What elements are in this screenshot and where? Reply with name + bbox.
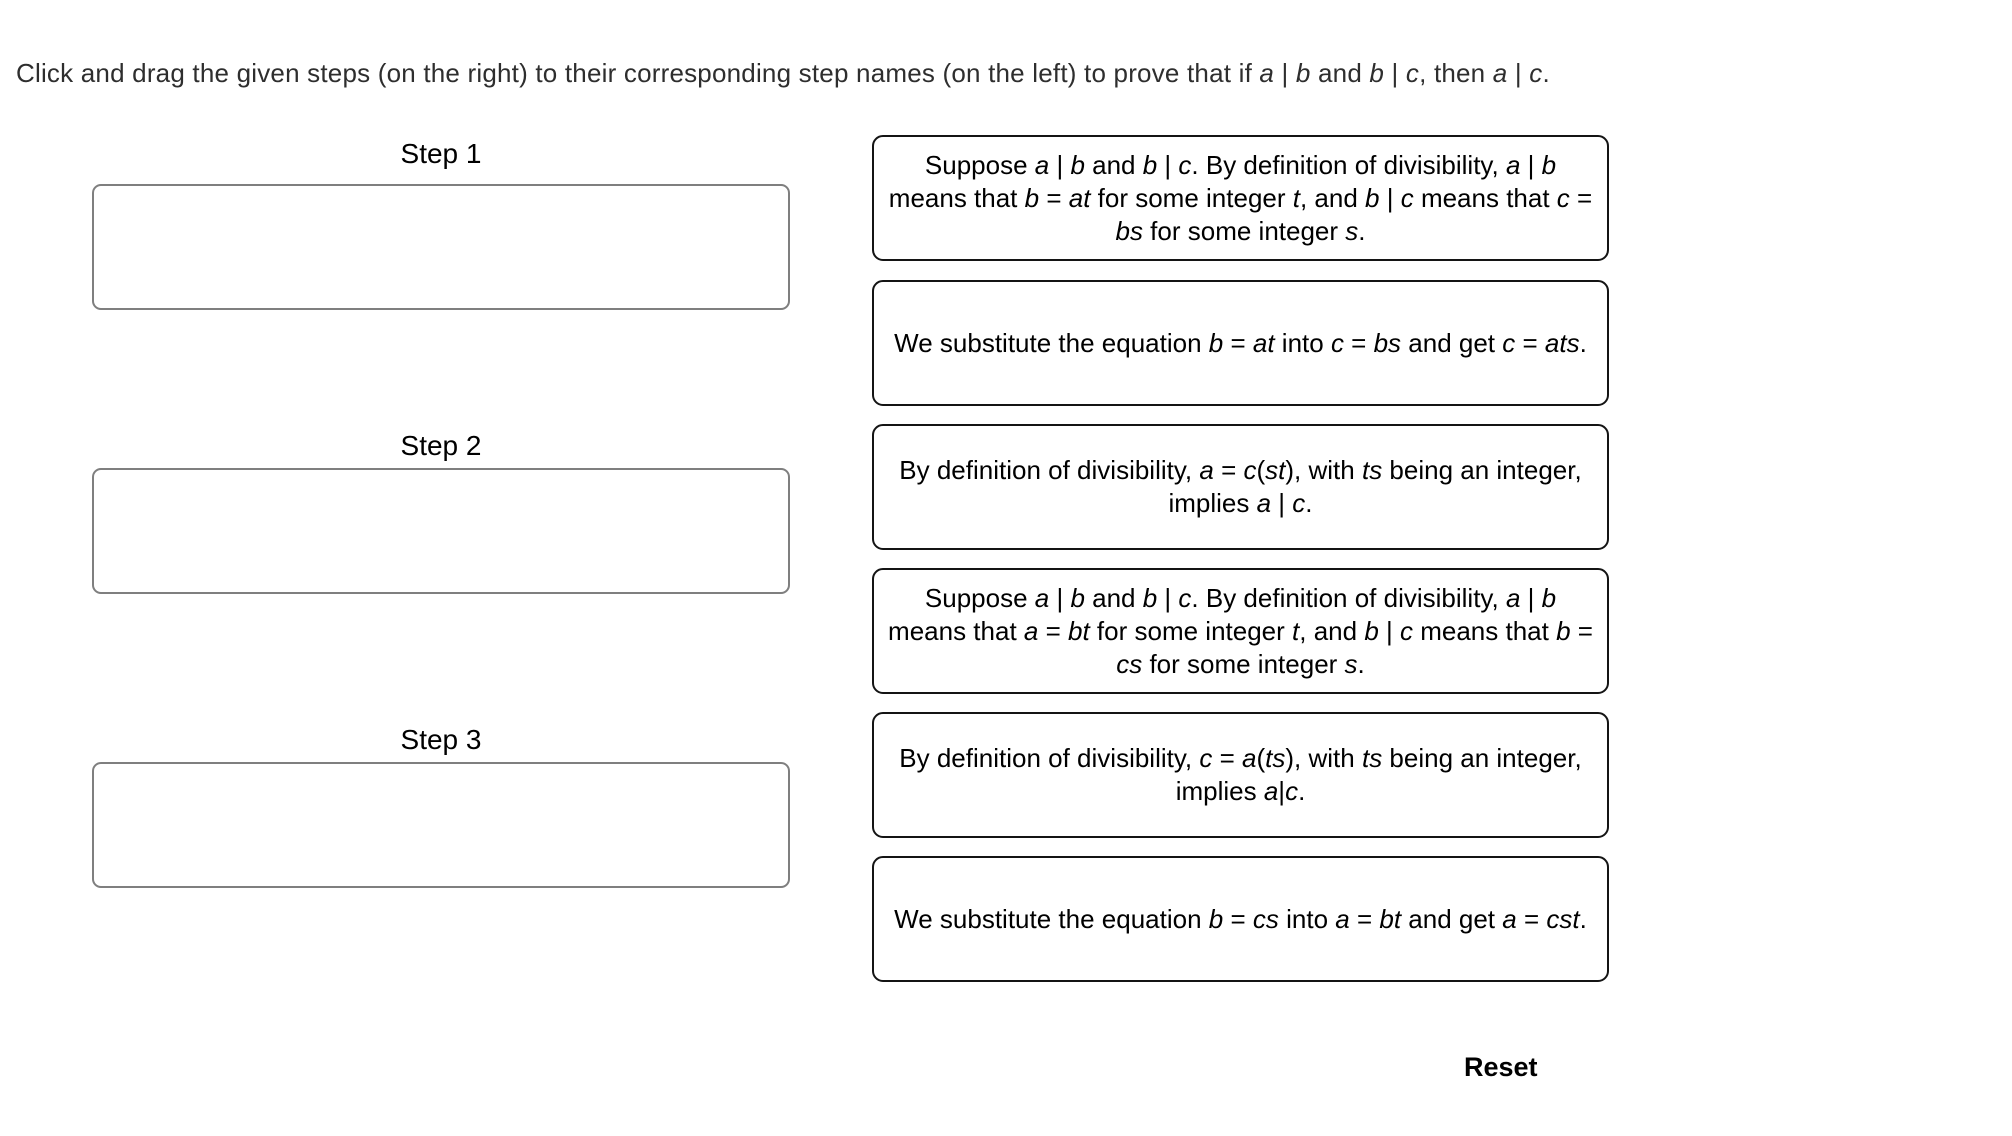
step-2-label: Step 2 bbox=[400, 430, 482, 461]
step-3-label: Step 3 bbox=[400, 724, 482, 755]
step-2-dropzone[interactable] bbox=[92, 468, 790, 594]
proof-card-4[interactable]: Suppose a | b and b | c. By definition o… bbox=[872, 568, 1609, 694]
proof-card-6[interactable]: We substitute the equation b = cs into a… bbox=[872, 856, 1609, 982]
proof-card-4-text: Suppose a | b and b | c. By definition o… bbox=[888, 582, 1593, 679]
reset-button[interactable]: Reset bbox=[1464, 1052, 1538, 1082]
proof-card-5-text: By definition of divisibility, c = a(ts)… bbox=[899, 743, 1582, 806]
proof-card-2[interactable]: We substitute the equation b = at into c… bbox=[872, 280, 1609, 406]
proof-card-3-text: By definition of divisibility, a = c(st)… bbox=[899, 455, 1582, 518]
proof-card-2-text: We substitute the equation b = at into c… bbox=[894, 327, 1587, 358]
step-3-dropzone[interactable] bbox=[92, 762, 790, 888]
proof-card-6-text: We substitute the equation b = cs into a… bbox=[894, 903, 1587, 934]
proof-card-1[interactable]: Suppose a | b and b | c. By definition o… bbox=[872, 135, 1609, 261]
instruction-text: Click and drag the given steps (on the r… bbox=[16, 58, 1550, 88]
proof-card-5[interactable]: By definition of divisibility, c = a(ts)… bbox=[872, 712, 1609, 838]
step-1-label: Step 1 bbox=[400, 138, 482, 169]
proof-card-1-text: Suppose a | b and b | c. By definition o… bbox=[888, 149, 1593, 246]
proof-card-3[interactable]: By definition of divisibility, a = c(st)… bbox=[872, 424, 1609, 550]
step-1-dropzone[interactable] bbox=[92, 184, 790, 310]
